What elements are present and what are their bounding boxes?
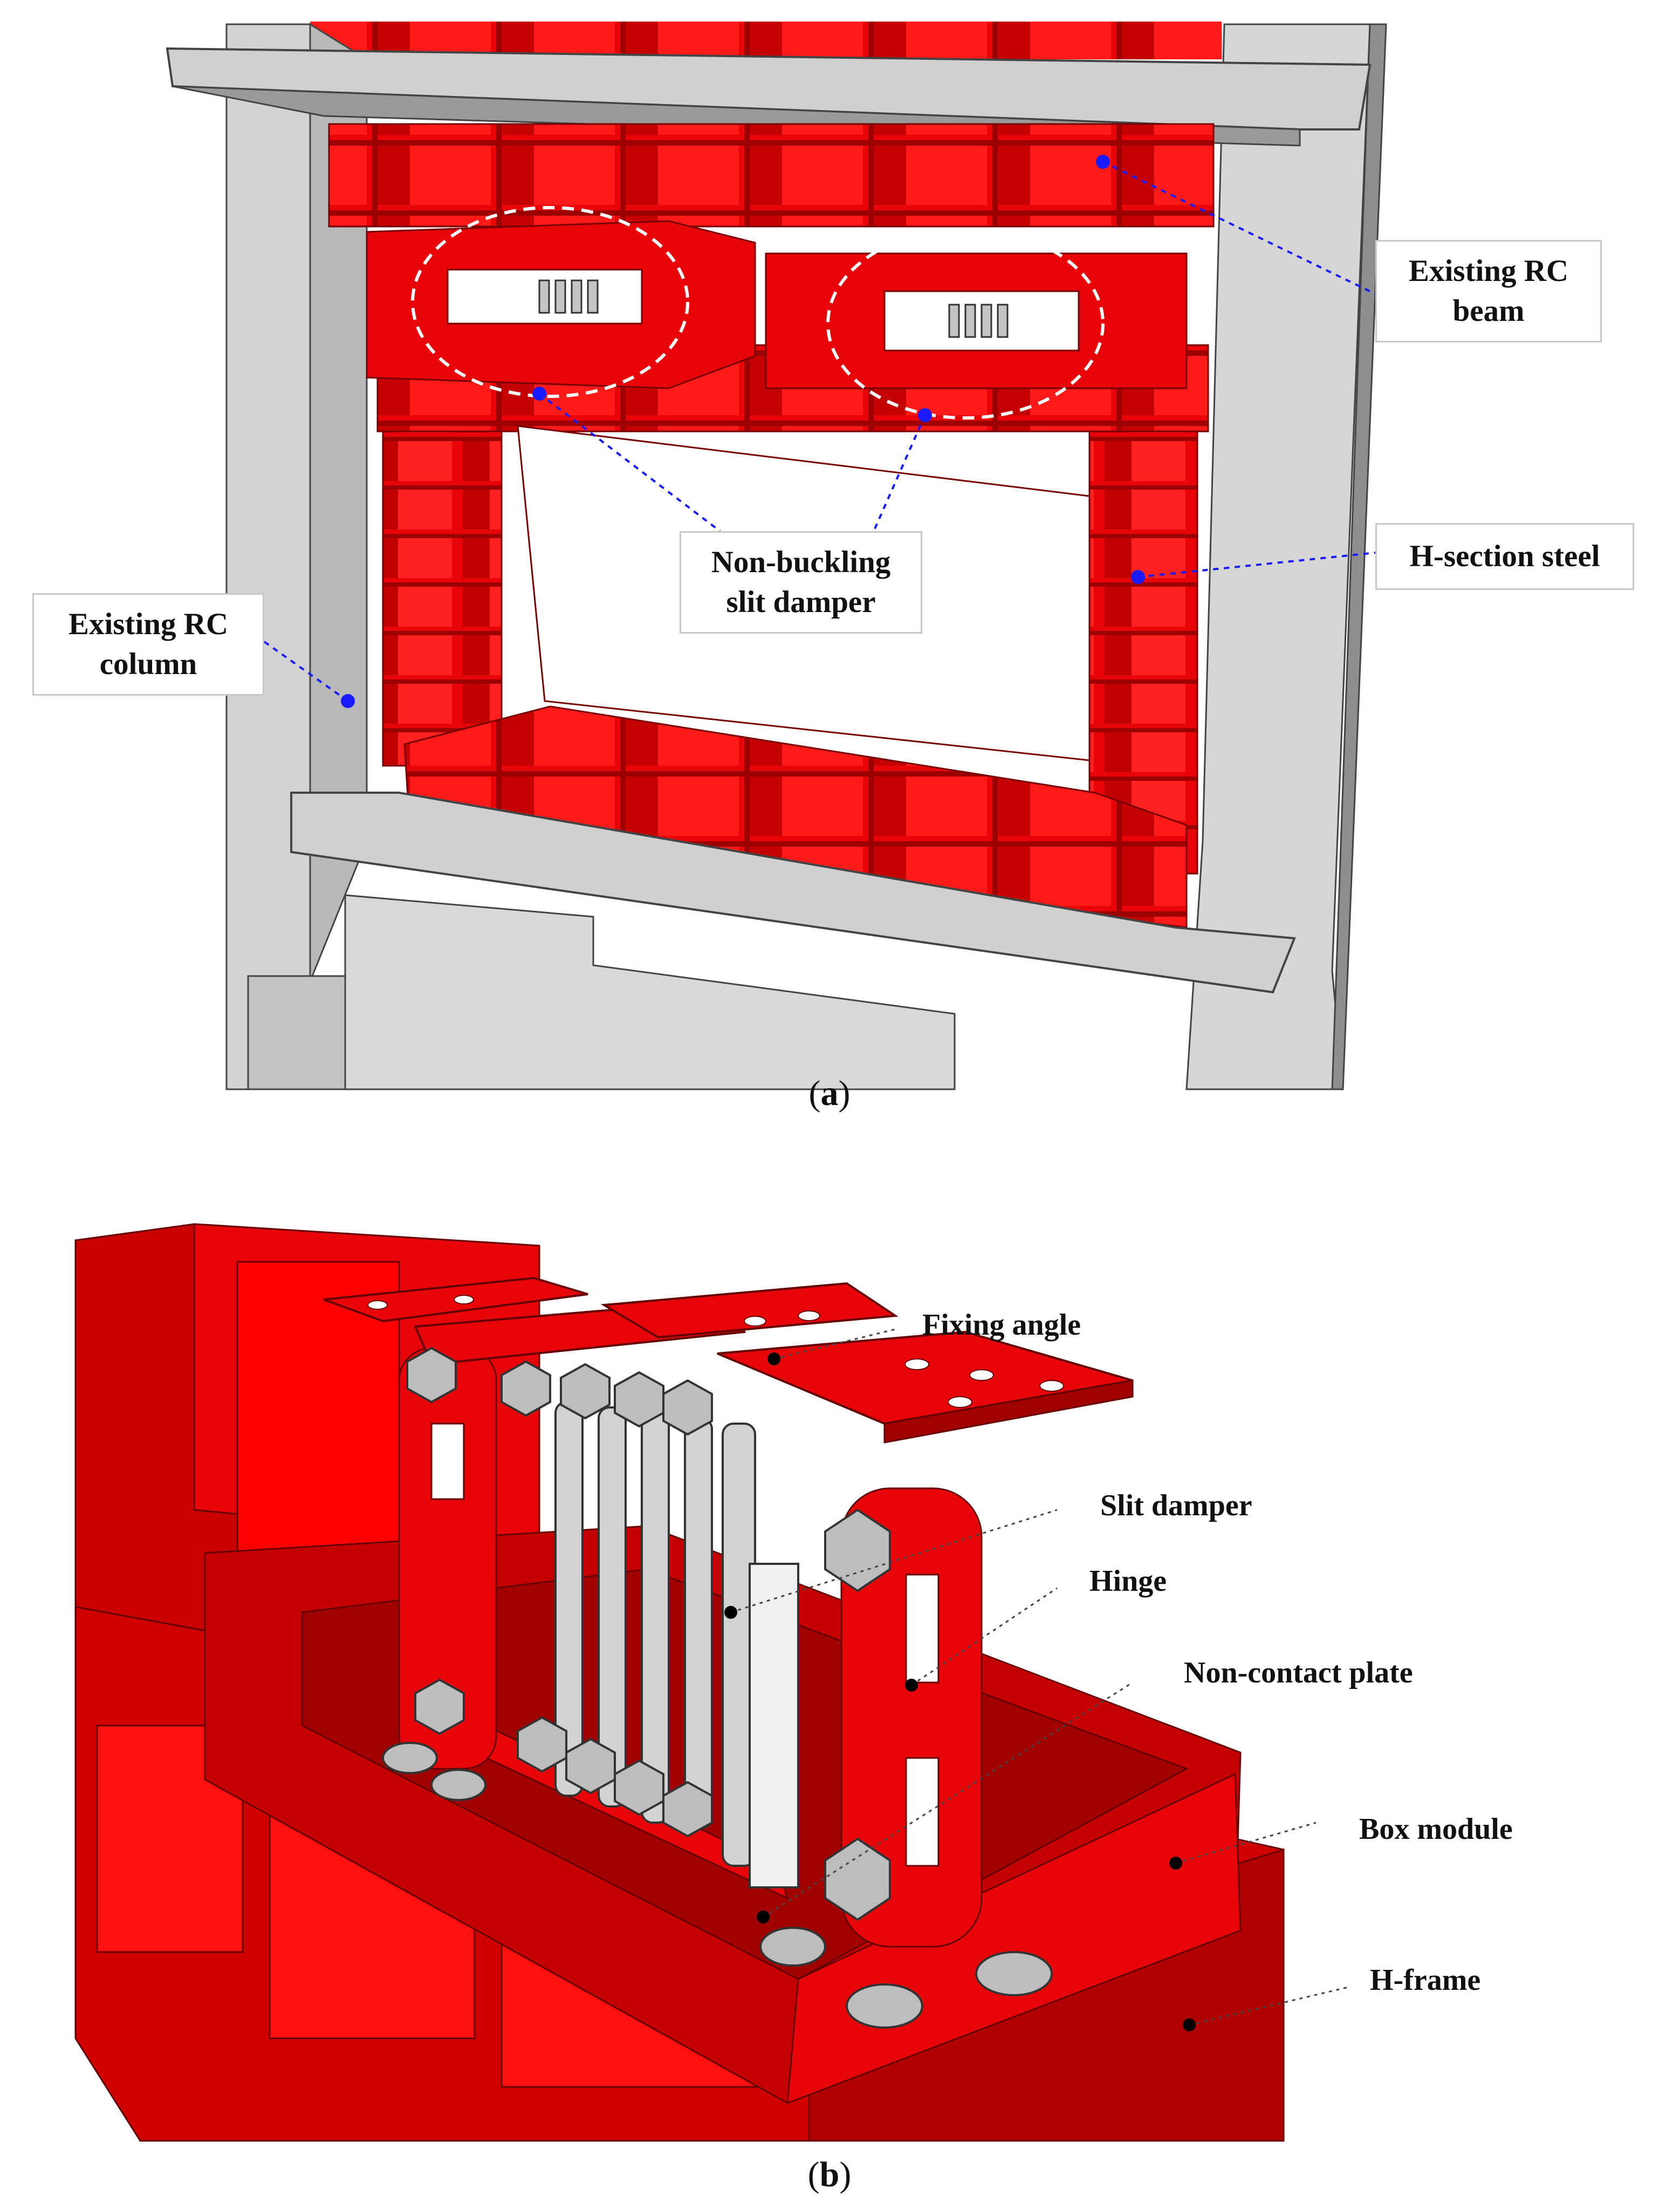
figure-a: Existing RC beam H-section steel Existin… [32,22,1634,1113]
label-beam-line1: Existing RC [1408,254,1569,288]
leader-points-b [724,1352,1196,2031]
slit-damper-left [538,279,599,314]
caption-b: (b) [807,2155,852,2194]
leader-lines-a [263,161,1376,702]
label-hsection-text: H-section steel [1409,539,1600,573]
rc-floor-slab [290,792,1296,994]
label-slit-damper: Slit damper [1100,1489,1252,1522]
label-box-module: Box module [1359,1812,1513,1846]
fixing-angle-plate-3 [600,1282,899,1339]
label-column-line1: Existing RC [68,607,229,641]
label-damper-line1: Non-buckling [711,545,891,579]
rc-beam [166,47,1372,130]
label-column-line2: column [99,647,197,682]
label-damper-line2: slit damper [726,585,876,620]
damper-highlight-left [411,206,689,398]
rc-foundation [247,975,346,1090]
h-section-top-row [328,123,1215,228]
label-hinge: Hinge [1089,1564,1167,1598]
hinge-left [398,1347,497,1770]
label-existing-rc-beam: Existing RC beam [1375,240,1602,343]
caption-a-letter: a [820,1074,839,1113]
label-existing-rc-column: Existing RC column [32,593,264,696]
damper-web-plate [749,1563,799,1888]
figure-b: Fixing angle Slit damper Hinge Non-conta… [0,1122,1659,2212]
plate-holes [367,1295,1064,1408]
leader-points-a [341,155,1145,708]
rc-lower-beam [344,894,956,1090]
figure-b-drawing [74,1223,1349,2142]
label-fixing-angle: Fixing angle [922,1308,1081,1342]
label-h-section-steel: H-section steel [1375,523,1634,590]
slit-damper-right [948,304,1009,338]
damper-highlight-right [826,228,1105,420]
caption-a: (a) [808,1074,851,1113]
caption-b-letter: b [819,2155,840,2194]
bolts [382,1347,1053,2029]
figure-a-drawing [166,22,1387,1090]
fixing-angle-plate-4-edge [883,1379,1134,1444]
label-non-contact-plate: Non-contact plate [1184,1656,1413,1689]
label-h-frame: H-frame [1370,1963,1481,1997]
rc-column-right-edge [1331,23,1387,1090]
label-beam-line2: beam [1452,294,1525,328]
fixing-angle-plate-4 [717,1330,1133,1425]
h-section-right-leg [1088,387,1198,875]
leader-lines-b [730,1328,1349,2026]
slit-damper-b [554,1401,756,1867]
hinge-right [840,1487,983,1948]
label-non-buckling-slit-damper: Non-buckling slit damper [680,531,922,634]
